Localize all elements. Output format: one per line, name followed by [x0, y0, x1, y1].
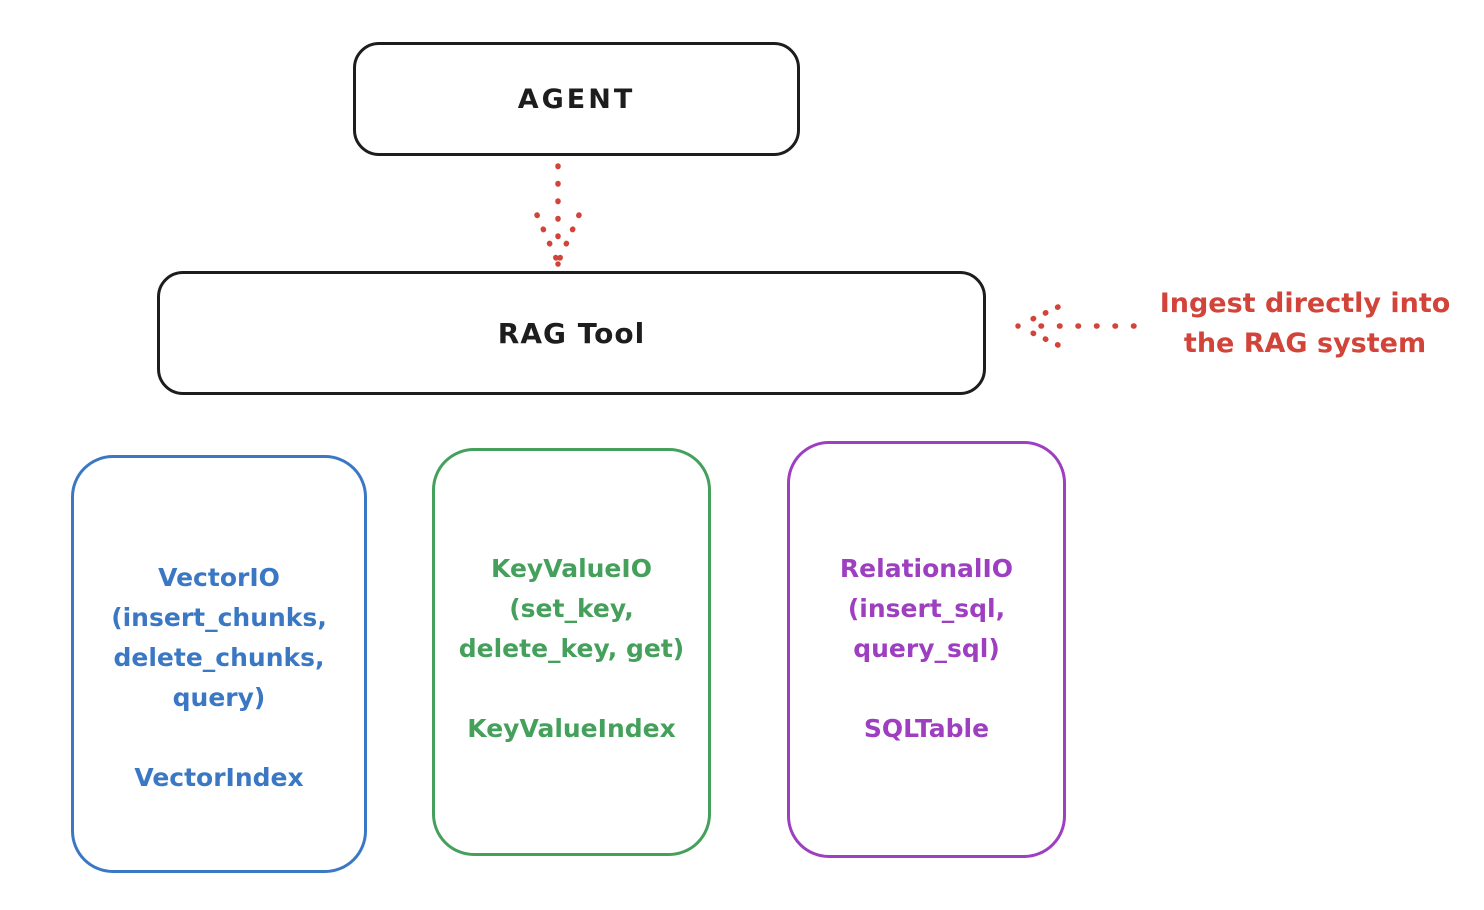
vector-store-line: query) [172, 683, 266, 712]
vector-store-line: VectorIndex [134, 763, 304, 792]
vector-store-line: VectorIO [158, 563, 280, 592]
rag-tool-label: RAG Tool [497, 316, 646, 350]
keyvalue-store-line: (set_key, [509, 594, 634, 623]
ingest-annotation: Ingest directly into the RAG system [1135, 284, 1475, 364]
ingest-annotation-line-1: Ingest directly into [1159, 288, 1451, 319]
ingest-annotation-line-2: the RAG system [1183, 328, 1427, 359]
vector-store-line: (insert_chunks, [111, 603, 327, 632]
vector-store-line: delete_chunks, [113, 643, 325, 672]
agent-node[interactable]: AGENT [353, 42, 800, 156]
vector-store-node[interactable]: VectorIO (insert_chunks, delete_chunks, … [71, 455, 367, 873]
relational-store-line: (insert_sql, [847, 594, 1006, 623]
rag-tool-node[interactable]: RAG Tool [157, 271, 986, 395]
dotted-arrow-left-icon [1015, 304, 1137, 348]
agent-label: AGENT [517, 83, 636, 115]
relational-store-line: query_sql) [853, 634, 1000, 663]
relational-store-line: RelationalIO [839, 554, 1014, 583]
relational-store-spacer [790, 669, 1063, 709]
dotted-arrow-down-icon [534, 163, 582, 267]
keyvalue-store-node[interactable]: KeyValueIO (set_key, delete_key, get) Ke… [432, 448, 711, 856]
keyvalue-store-line: KeyValueIndex [467, 714, 676, 743]
relational-store-line: SQLTable [863, 714, 990, 743]
vector-store-spacer [74, 718, 364, 758]
relational-store-node[interactable]: RelationalIO (insert_sql, query_sql) SQL… [787, 441, 1066, 858]
keyvalue-store-line: KeyValueIO [491, 554, 652, 583]
keyvalue-store-line: delete_key, get) [458, 634, 685, 663]
keyvalue-store-spacer [435, 669, 708, 709]
